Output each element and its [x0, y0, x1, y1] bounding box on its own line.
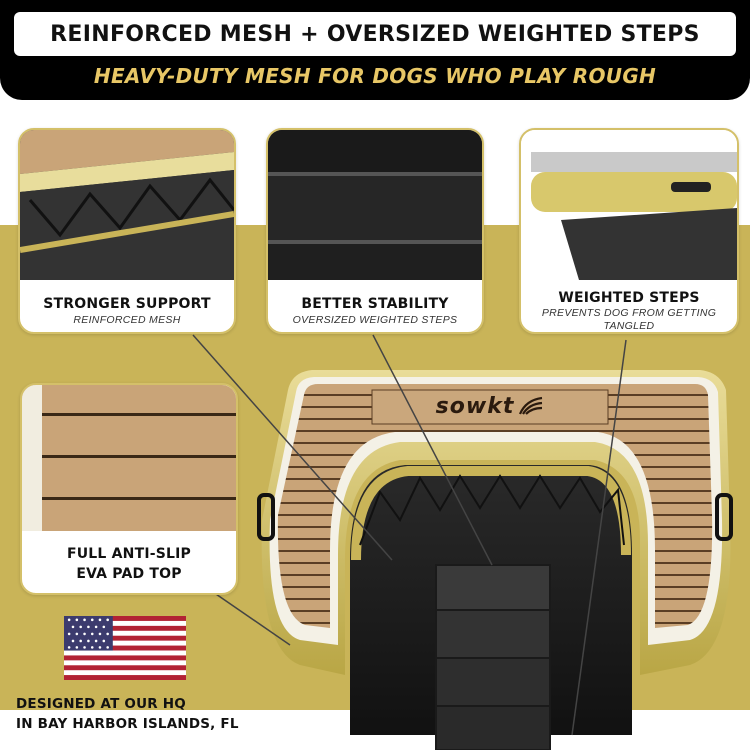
callout-subtitle-line2: TANGLED	[603, 320, 655, 332]
callout-subtitle: OVERSIZED WEIGHTED STEPS	[292, 314, 458, 326]
callout-weighted-steps: WEIGHTED STEPS PREVENTS DOG FROM GETTING…	[519, 128, 739, 334]
hq-line-1: DESIGNED AT OUR HQ	[16, 696, 186, 712]
sun-rays-icon	[519, 396, 543, 415]
steps-under-dock-photo	[521, 130, 737, 280]
reinforced-mesh-photo	[20, 130, 234, 280]
callout-better-stability: BETTER STABILITY OVERSIZED WEIGHTED STEP…	[266, 128, 484, 334]
callout-stronger-support: STRONGER SUPPORT REINFORCED MESH	[18, 128, 236, 334]
title-bar: REINFORCED MESH + OVERSIZED WEIGHTED STE…	[14, 12, 736, 56]
callout-anti-slip-pad: FULL ANTI-SLIP EVA PAD TOP	[20, 383, 238, 595]
callout-subtitle: REINFORCED MESH	[73, 314, 181, 326]
hq-line-2: IN BAY HARBOR ISLANDS, FL	[16, 716, 239, 732]
eva-pad-texture-photo	[22, 385, 236, 531]
hq-location-text: DESIGNED AT OUR HQ IN BAY HARBOR ISLANDS…	[16, 694, 316, 734]
callout-title: WEIGHTED STEPS	[558, 290, 700, 306]
weighted-steps-closeup-photo	[268, 130, 482, 280]
page-title: REINFORCED MESH + OVERSIZED WEIGHTED STE…	[50, 21, 700, 47]
brand-logo: sowkt	[400, 391, 580, 421]
page-subtitle: HEAVY-DUTY MESH FOR DOGS WHO PLAY ROUGH	[93, 64, 657, 88]
header-banner: REINFORCED MESH + OVERSIZED WEIGHTED STE…	[0, 0, 750, 100]
callout-title-line1: FULL ANTI-SLIP	[66, 546, 192, 562]
us-flag-icon	[64, 616, 186, 680]
callout-title-line2: EVA PAD TOP	[76, 566, 182, 582]
brand-logo-text: sowkt	[435, 393, 515, 419]
callout-subtitle-line1: PREVENTS DOG FROM GETTING	[541, 307, 717, 319]
callout-title: STRONGER SUPPORT	[43, 296, 211, 312]
callout-title: BETTER STABILITY	[301, 296, 449, 312]
